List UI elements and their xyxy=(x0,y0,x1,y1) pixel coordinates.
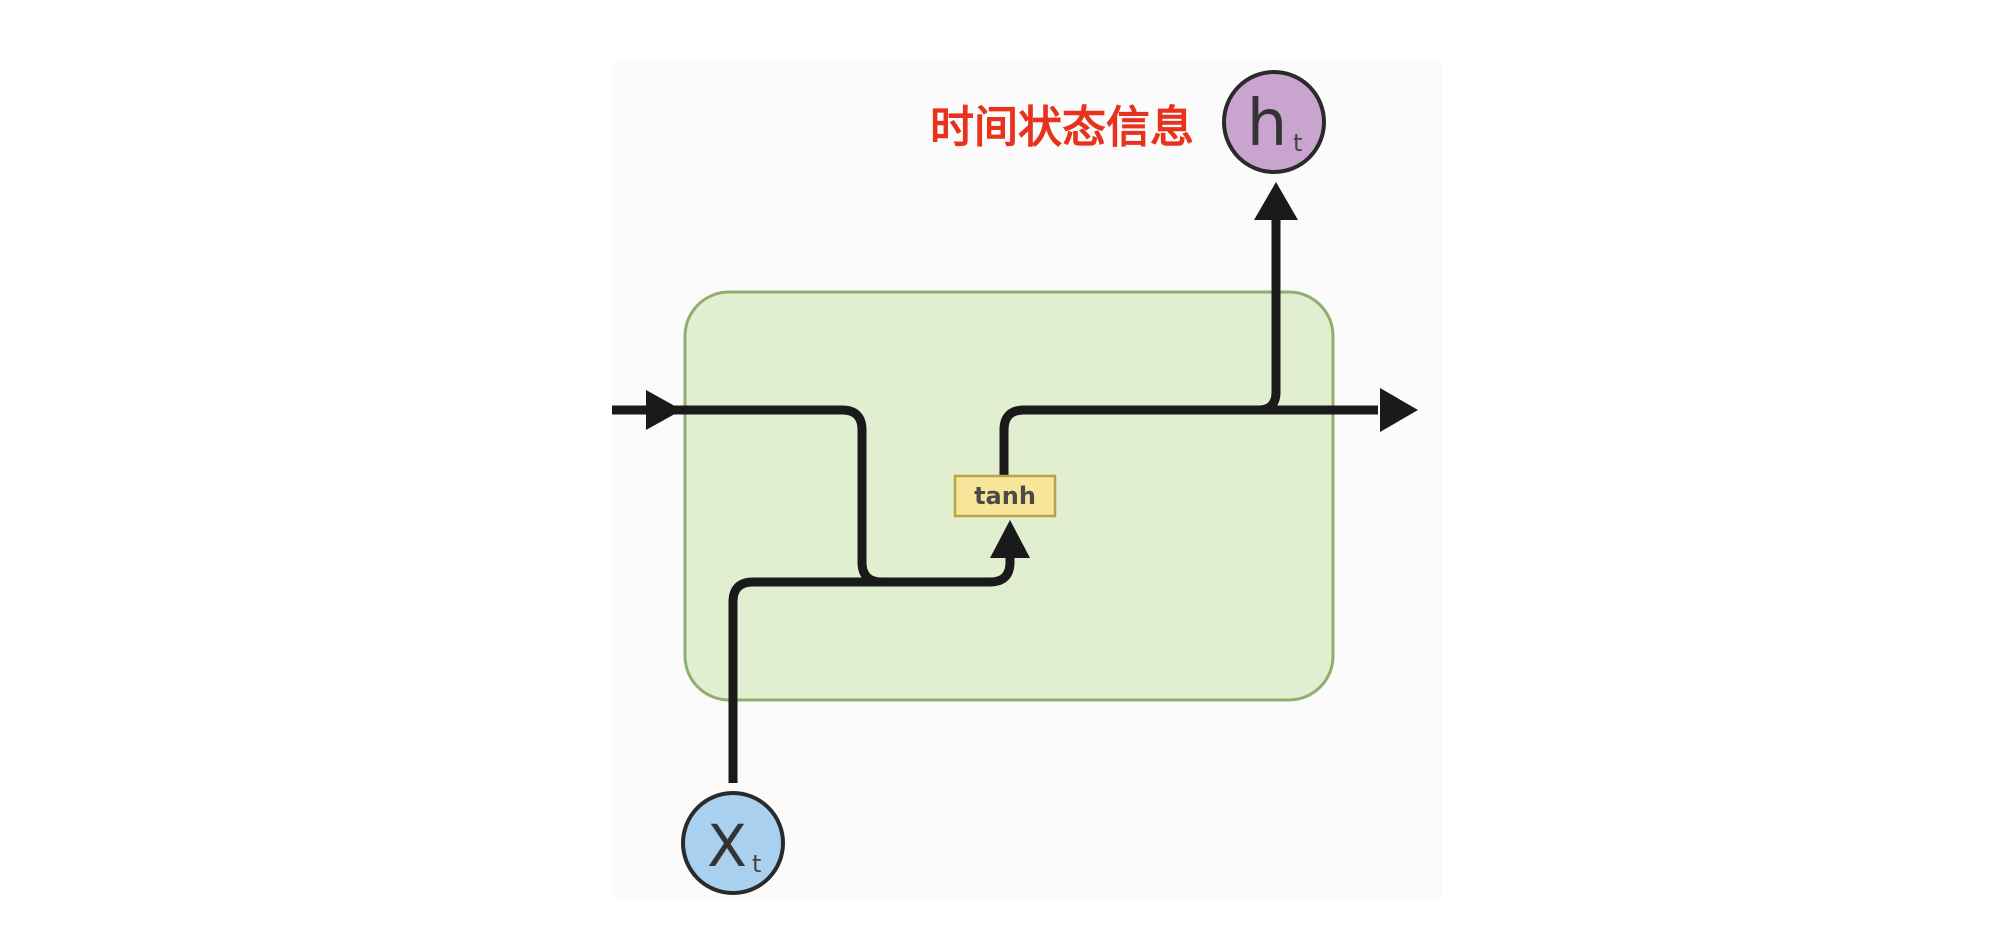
output-node-sub-label: t xyxy=(1293,129,1302,157)
output-node xyxy=(1222,70,1326,174)
tanh-label: tanh xyxy=(974,482,1036,510)
output-branch-line xyxy=(1257,215,1281,415)
hidden-state-output-arrow xyxy=(1380,388,1418,432)
hidden-state-input-arrow xyxy=(646,390,682,430)
input-node-main-label: X xyxy=(707,812,747,880)
tanh-input-arrow xyxy=(990,520,1030,558)
tanh-box xyxy=(953,474,1057,518)
input-node-sub-label: t xyxy=(752,850,761,878)
output-branch-arrow xyxy=(1254,182,1298,220)
input-line xyxy=(728,552,1015,783)
input-node xyxy=(681,791,785,895)
hidden-state-output-line xyxy=(999,405,1378,480)
output-node-main-label: h xyxy=(1247,87,1288,161)
hidden-state-annotation: 时间状态信息 xyxy=(930,102,1194,153)
